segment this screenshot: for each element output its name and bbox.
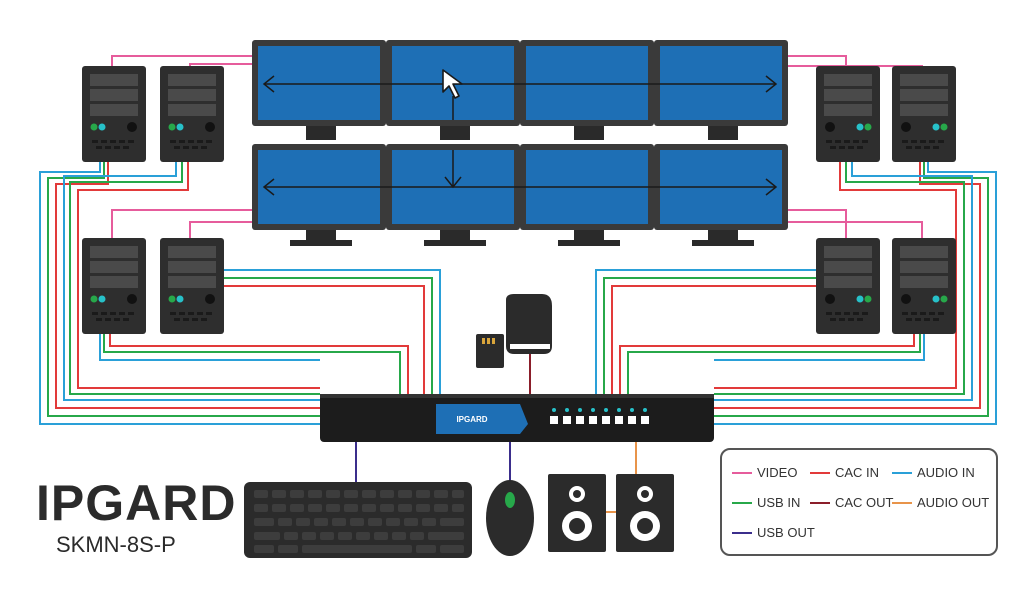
legend: VIDEO CAC IN AUDIO IN USB IN CAC OUT AUD…: [720, 448, 998, 556]
legend-item-video: VIDEO: [732, 465, 797, 480]
model-number: SKMN-8S-P: [56, 532, 176, 557]
brand-logo: IPGARD: [36, 475, 237, 531]
legend-label: USB OUT: [757, 525, 815, 540]
legend-swatch: [732, 501, 752, 504]
brand-block: IPGARD SKMN-8S-P: [36, 475, 237, 558]
legend-swatch: [810, 501, 830, 504]
monitor-bottom-4: [654, 144, 788, 246]
cursor-path-arrows: [262, 75, 778, 196]
computer-tower: [82, 238, 146, 334]
computer-tower: [816, 238, 880, 334]
kvm-switch: [320, 394, 714, 442]
computers: [82, 66, 956, 334]
computer-tower: [892, 238, 956, 334]
legend-swatch: [892, 471, 912, 474]
kvm-badge-text: IPGARD: [456, 415, 487, 424]
computer-tower: [816, 66, 880, 162]
monitor-top-1: [252, 40, 386, 140]
legend-label: CAC IN: [835, 465, 880, 480]
legend-label: VIDEO: [757, 465, 798, 480]
legend-item-cac-out: CAC OUT: [810, 495, 894, 510]
legend-swatch: [732, 471, 752, 474]
speaker-icon: [548, 474, 606, 552]
speaker-icon: [616, 474, 674, 552]
legend-item-audio-in: AUDIO IN: [892, 465, 975, 480]
legend-swatch: [892, 501, 912, 504]
legend-swatch: [810, 471, 830, 474]
legend-label: USB IN: [757, 495, 801, 510]
port-buttons: [550, 416, 649, 424]
monitor-bottom-3: [520, 144, 654, 246]
mouse-icon: [486, 480, 534, 556]
cursor-icon: [442, 69, 463, 99]
legend-item-cac-in: CAC IN: [810, 465, 879, 480]
legend-label: AUDIO OUT: [917, 495, 990, 510]
legend-label: CAC OUT: [835, 495, 894, 510]
legend-swatch: [732, 531, 752, 534]
monitor-bottom-1: [252, 144, 386, 246]
port-leds: [552, 408, 647, 412]
legend-item-audio-out: AUDIO OUT: [892, 495, 989, 510]
monitor-top-3: [520, 40, 654, 140]
computer-tower: [160, 66, 224, 162]
computer-tower: [82, 66, 146, 162]
computer-tower: [892, 66, 956, 162]
computer-tower: [160, 238, 224, 334]
legend-item-usb-in: USB IN: [732, 495, 800, 510]
card-reader-icon: [476, 294, 552, 368]
monitor-top-4: [654, 40, 788, 140]
legend-label: AUDIO IN: [917, 465, 975, 480]
keyboard-icon: [244, 482, 472, 558]
legend-item-usb-out: USB OUT: [732, 525, 815, 540]
monitor-wall: [252, 40, 788, 246]
